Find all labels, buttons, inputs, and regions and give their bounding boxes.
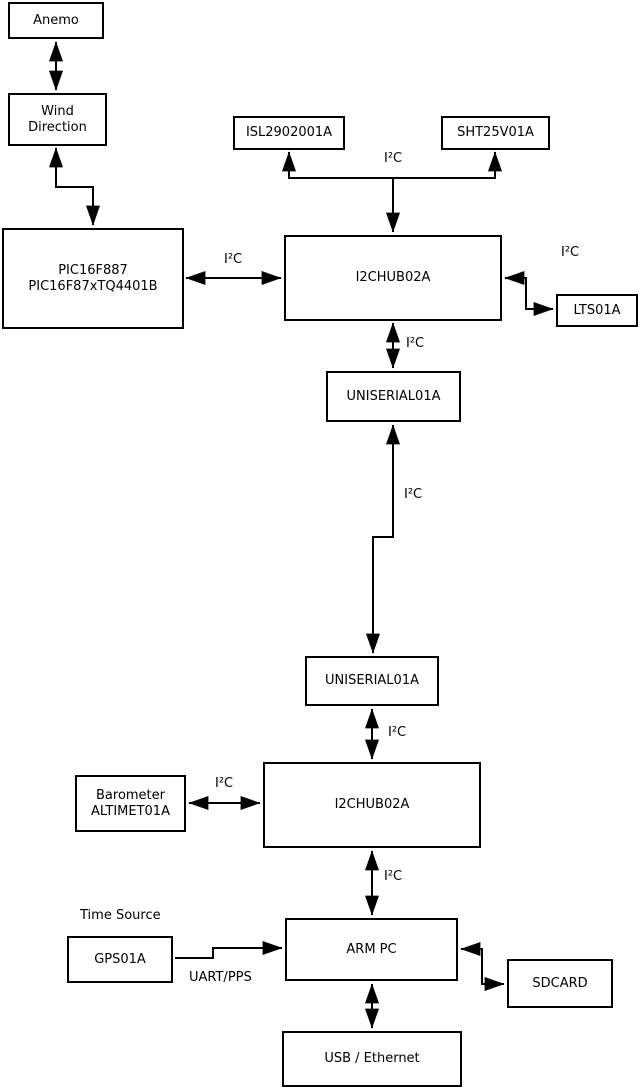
node-pic16f887-label-line1: PIC16F887 <box>58 262 128 278</box>
node-wind-direction: Wind Direction <box>8 93 107 146</box>
node-usb-ethernet-label: USB / Ethernet <box>324 1051 420 1066</box>
node-lts01a-label: LTS01A <box>573 302 621 318</box>
time-source-label: Time Source <box>80 908 161 923</box>
connector-winddirection-pic <box>49 147 100 226</box>
node-barometer-label-line2: ALTIMET01A <box>91 803 170 819</box>
node-isl2902001a: ISL2902001A <box>233 116 345 150</box>
uart-pps-label: UART/PPS <box>189 970 252 985</box>
bus-label-i2c-uniserial-hub2: I²C <box>388 725 407 740</box>
bus-label-i2c-uniserial-link: I²C <box>404 487 423 502</box>
node-sht25v01a-label: SHT25V01A <box>457 125 534 140</box>
node-sdcard: SDCARD <box>507 959 613 1008</box>
node-uniserial01a-upper: UNISERIAL01A <box>326 371 461 422</box>
node-anemo-label: Anemo <box>33 12 79 28</box>
node-uniserial01a-upper-label: UNISERIAL01A <box>346 388 441 404</box>
node-i2chub02a-lower-label: I2CHUB02A <box>334 797 410 812</box>
node-wind-direction-label-line1: Wind <box>41 103 74 119</box>
connector-armpc-sdcard <box>460 942 505 991</box>
node-pic16f887: PIC16F887 PIC16F87xTQ4401B <box>2 228 184 329</box>
node-gps01a: GPS01A <box>67 936 173 983</box>
node-barometer-altimet01a: Barometer ALTIMET01A <box>75 775 186 832</box>
node-barometer-label-line1: Barometer <box>96 787 165 803</box>
bus-label-i2c-isl-sht: I²C <box>384 151 403 166</box>
node-i2chub02a-upper-label: I2CHUB02A <box>355 270 431 285</box>
bus-label-i2c-pic-hub: I²C <box>224 252 243 267</box>
connector-gps-armpc <box>175 941 283 959</box>
node-uniserial01a-lower: UNISERIAL01A <box>305 656 439 706</box>
connector-i2chub-upper-lts01a <box>504 271 554 316</box>
bus-label-i2c-hub2-armpc: I²C <box>384 869 403 884</box>
connector-uniserial-upper-uniserial-lower <box>366 424 400 654</box>
node-arm-pc: ARM PC <box>285 918 458 981</box>
node-sdcard-label: SDCARD <box>532 975 588 991</box>
node-usb-ethernet: USB / Ethernet <box>282 1031 462 1087</box>
node-sht25v01a: SHT25V01A <box>441 116 550 150</box>
node-isl2902001a-label: ISL2902001A <box>245 125 333 140</box>
node-gps01a-label: GPS01A <box>94 951 146 967</box>
node-uniserial01a-lower-label: UNISERIAL01A <box>325 673 419 688</box>
node-wind-direction-label-line2: Direction <box>28 119 87 135</box>
bus-label-i2c-barometer-hub2: I²C <box>215 776 234 791</box>
node-i2chub02a-upper: I2CHUB02A <box>284 235 502 321</box>
bus-label-i2c-hub-uniserial: I²C <box>406 336 425 351</box>
bus-label-i2c-hub-lts: I²C <box>561 245 580 260</box>
node-arm-pc-label: ARM PC <box>346 941 397 957</box>
node-pic16f887-label-line2: PIC16F87xTQ4401B <box>28 278 158 294</box>
node-lts01a: LTS01A <box>556 294 638 327</box>
node-anemo: Anemo <box>8 2 104 39</box>
node-i2chub02a-lower: I2CHUB02A <box>263 762 481 848</box>
